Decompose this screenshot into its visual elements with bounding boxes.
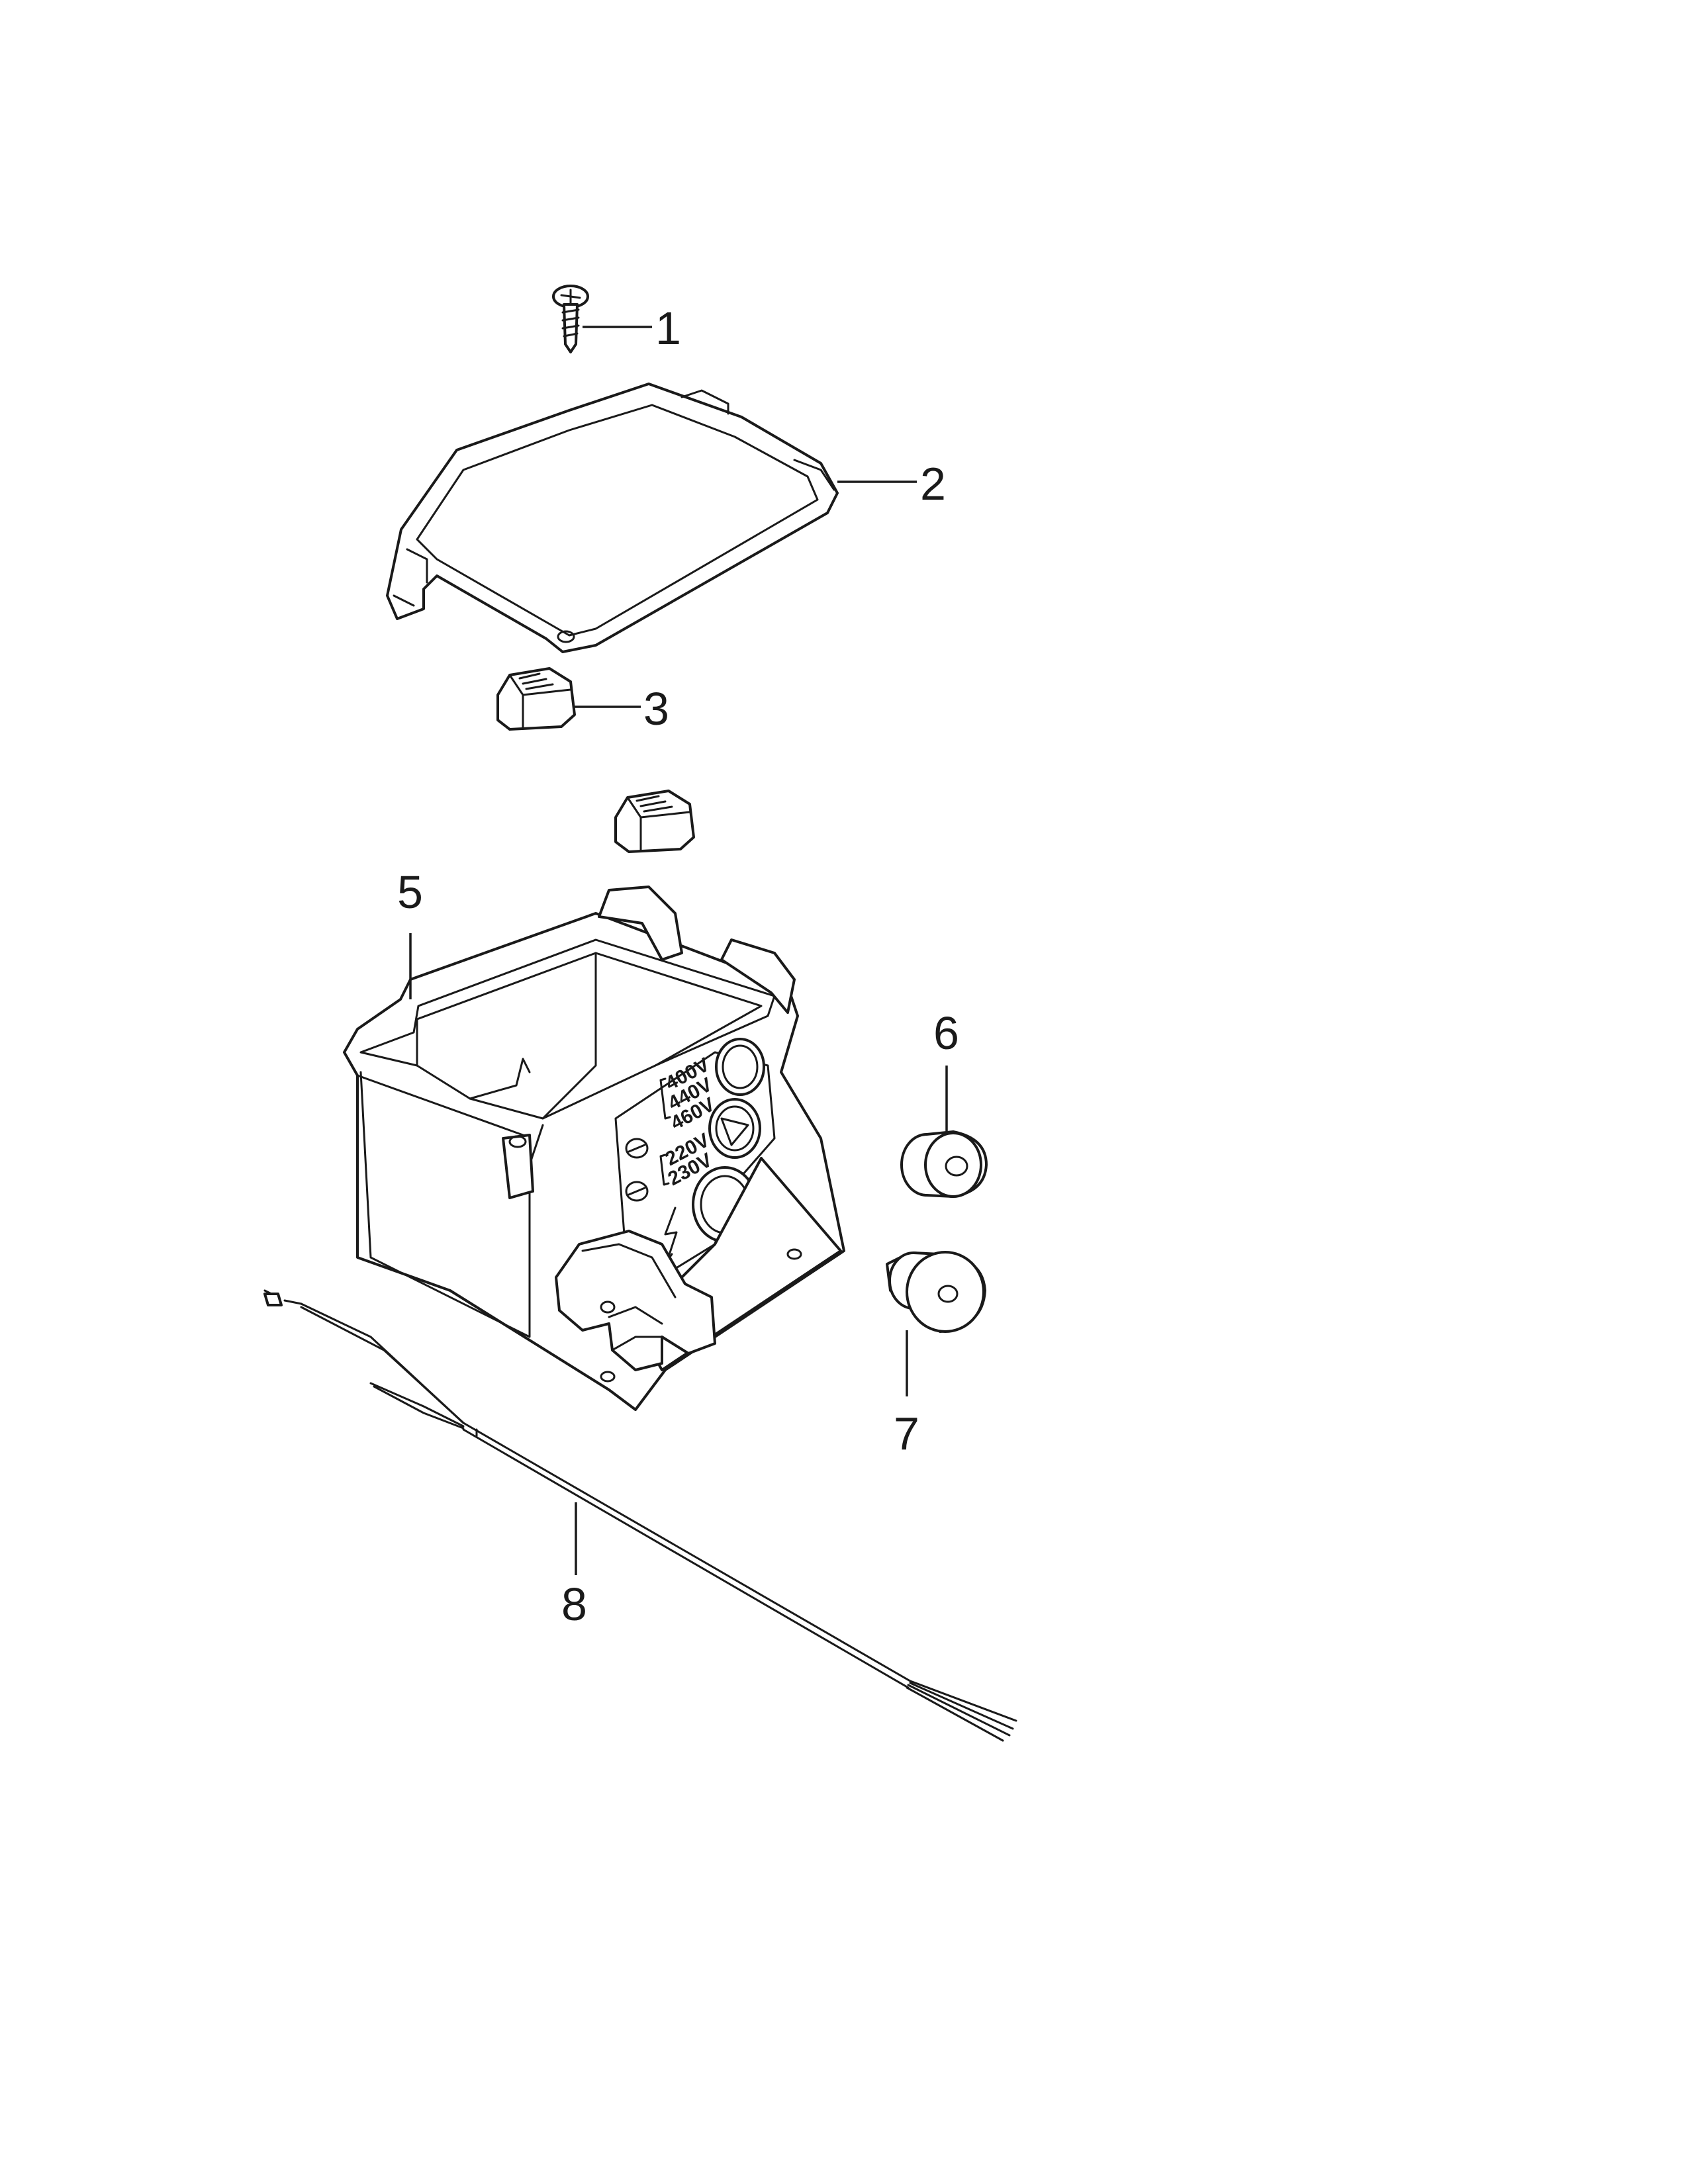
screw-part — [552, 285, 589, 353]
callout-8: 8 — [561, 1578, 587, 1630]
callout-6: 6 — [933, 1007, 959, 1059]
housing-box-part — [343, 886, 845, 1411]
cable-part — [263, 1289, 1017, 1742]
plug-part — [886, 1251, 986, 1333]
callout-7: 7 — [894, 1408, 919, 1459]
terminal-block-part-2 — [614, 790, 695, 853]
callout-1: 1 — [655, 302, 681, 354]
callout-2: 2 — [920, 458, 946, 510]
terminal-block-part — [496, 667, 576, 731]
cover-part — [386, 383, 839, 653]
callout-3: 3 — [643, 683, 669, 735]
callout-5: 5 — [397, 866, 423, 918]
grommet-part — [900, 1130, 988, 1198]
